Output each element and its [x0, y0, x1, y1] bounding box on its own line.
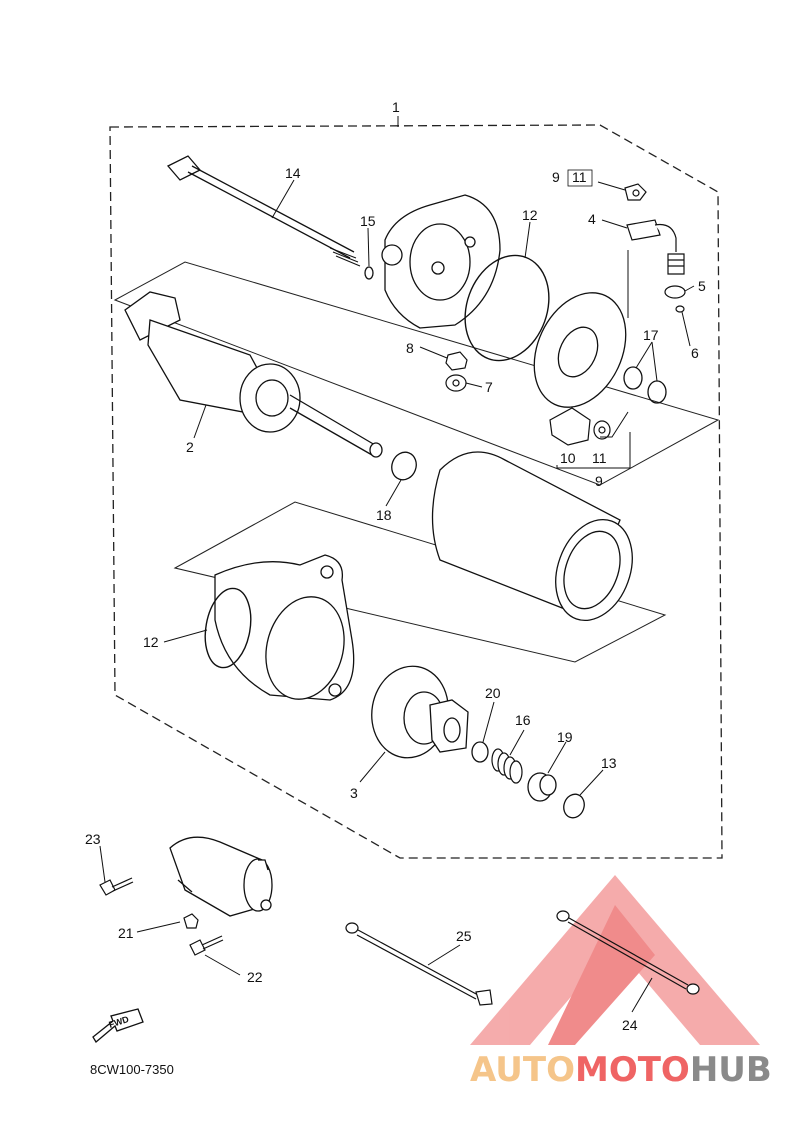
part-20-ring — [471, 741, 489, 763]
part-23-bolt — [99, 877, 134, 896]
callout-3: 3 — [350, 785, 358, 801]
yoke-housing — [431, 451, 633, 622]
part-19-collar — [527, 772, 557, 802]
callout-15: 15 — [360, 213, 376, 229]
part-12-o-ring-lower — [204, 587, 252, 669]
part-22-bolt — [189, 935, 224, 956]
part-3-clutch-pinion — [371, 665, 469, 759]
watermark-hub: HUB — [690, 1050, 772, 1090]
part-5-grommet — [664, 285, 686, 299]
callout-25: 25 — [456, 928, 472, 944]
part-4-brush — [626, 219, 685, 275]
callout-14: 14 — [285, 165, 301, 181]
callout-11-bottom: 11 — [592, 450, 607, 466]
part-25-cable — [345, 922, 493, 1006]
brush-plate — [533, 292, 627, 408]
automotohub-logo-triangle — [470, 875, 760, 1045]
callout-1: 1 — [392, 99, 400, 115]
part-8-nut — [445, 351, 468, 371]
part-15-o-ring — [364, 266, 374, 280]
automotohub-watermark: AUTOMOTOHUB — [470, 1050, 772, 1090]
rear-cover — [381, 194, 501, 329]
part-7-washer — [445, 374, 467, 392]
callout-8: 8 — [406, 340, 414, 356]
part-21-nut — [183, 913, 199, 929]
part-24-cable — [556, 910, 700, 995]
callout-9-top: 9 — [552, 169, 560, 185]
panel-upper — [113, 261, 720, 486]
callout-5: 5 — [698, 278, 706, 294]
part-18-washer — [391, 451, 417, 481]
callout-4: 4 — [588, 211, 596, 227]
callout-9-bottom: 9 — [595, 473, 603, 489]
callout-13: 13 — [601, 755, 617, 771]
leader-lines — [99, 116, 695, 1013]
part-14-through-bolt — [166, 155, 361, 267]
part-17-washer-a — [623, 366, 643, 390]
callout-18: 18 — [376, 507, 392, 523]
part-16-spring — [491, 748, 523, 784]
fwd-arrow-icon: FWD — [92, 1008, 144, 1043]
assembly-1-dashed-boundary — [109, 124, 723, 859]
starter-motor-assembled — [169, 836, 273, 917]
callout-22: 22 — [247, 969, 263, 985]
callout-9-11-bracket — [567, 169, 593, 187]
part-2-armature — [124, 291, 383, 458]
callout-16: 16 — [515, 712, 531, 728]
panel-lower — [173, 501, 667, 663]
svg-text:AUTOMOTOHUB: AUTOMOTOHUB — [470, 1050, 772, 1090]
watermark-moto: MOTO — [575, 1050, 690, 1090]
callout-19: 19 — [557, 729, 573, 745]
part-13-circlip — [563, 793, 585, 819]
part-11-nut-top — [624, 183, 647, 201]
part-6-o-ring — [675, 305, 685, 313]
callout-2: 2 — [186, 439, 194, 455]
callout-12-lower: 12 — [143, 634, 159, 650]
callout-10: 10 — [560, 450, 576, 466]
callout-23: 23 — [85, 831, 101, 847]
callout-6: 6 — [691, 345, 699, 361]
callout-24: 24 — [622, 1017, 638, 1033]
front-cover — [214, 554, 355, 701]
callout-labels: 1 14 15 12 9 11 4 5 6 17 8 7 2 18 10 11 … — [85, 99, 706, 1033]
watermark-auto: AUTO — [470, 1050, 575, 1090]
diagram-code: 8CW100-7350 — [90, 1062, 174, 1077]
part-17-washer-b — [647, 380, 667, 404]
callout-11-top: 11 — [572, 169, 587, 185]
part-10-brush-holder — [549, 407, 591, 446]
callout-12-upper: 12 — [522, 207, 538, 223]
callout-20: 20 — [485, 685, 501, 701]
callout-7: 7 — [485, 379, 493, 395]
callout-21: 21 — [118, 925, 134, 941]
callout-17: 17 — [643, 327, 659, 343]
part-11-nut-bottom — [593, 420, 611, 440]
